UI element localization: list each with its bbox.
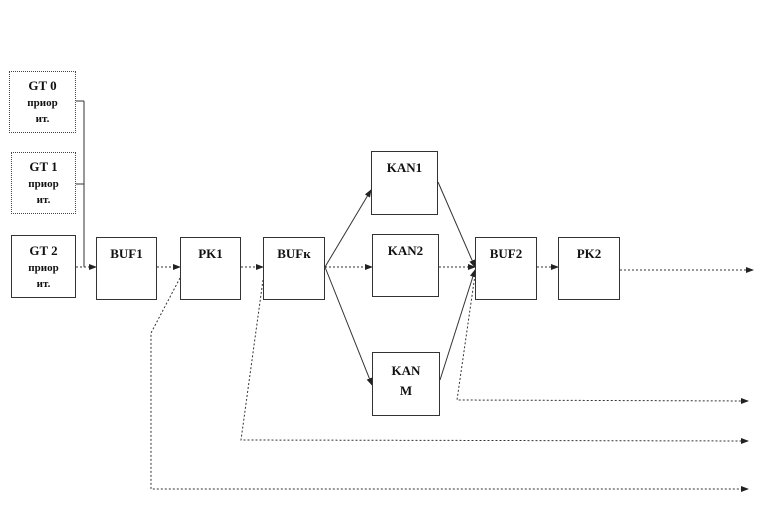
node-gt0-line2: приор	[27, 97, 58, 109]
edge-buf2-reject	[456, 274, 749, 404]
node-pk1: PK1	[180, 237, 241, 300]
node-gt1-line2: приор	[28, 178, 59, 190]
node-gt1: GT 1 приор ит.	[11, 152, 76, 214]
edge-bufk-kan1	[324, 189, 372, 268]
edge-bufk-reject	[240, 279, 749, 444]
node-kanm: KAN M	[372, 352, 440, 416]
node-gt1-name: GT 1	[29, 159, 58, 174]
node-gt2-name: GT 2	[29, 242, 58, 258]
node-buf1-label: BUF1	[110, 246, 143, 261]
edge-kan1-buf2	[437, 181, 476, 268]
node-gt1-line3: ит.	[36, 194, 51, 206]
node-gt2-line3: ит.	[36, 277, 51, 290]
node-gt2-line2: приор	[28, 261, 59, 274]
edge-bufk-kanm	[324, 266, 373, 386]
node-pk1-label: PK1	[198, 246, 223, 261]
node-gt0-name: GT 0	[28, 78, 57, 93]
node-gt0-line3: ит.	[35, 113, 50, 125]
node-kan2: KAN2	[372, 234, 439, 297]
node-kanm-label-2: M	[399, 383, 413, 398]
node-gt2: GT 2 приор ит.	[11, 235, 76, 298]
node-buf2: BUF2	[475, 237, 537, 300]
node-bufk: BUFк	[263, 237, 325, 300]
edge-kanm-buf2	[439, 269, 476, 381]
node-kan2-label: KAN2	[387, 243, 424, 258]
node-kan1-label: KAN1	[386, 160, 423, 175]
node-kanm-label-1: KAN	[391, 363, 421, 378]
edge-buf1-reject	[150, 277, 749, 492]
node-buf2-label: BUF2	[489, 246, 523, 261]
node-buf1: BUF1	[96, 237, 157, 300]
node-pk2: PK2	[558, 237, 620, 300]
node-pk2-label: PK2	[576, 246, 602, 261]
node-kan1: KAN1	[371, 151, 438, 215]
node-gt0: GT 0 приор ит.	[9, 71, 76, 133]
node-bufk-label: BUFк	[277, 246, 311, 261]
